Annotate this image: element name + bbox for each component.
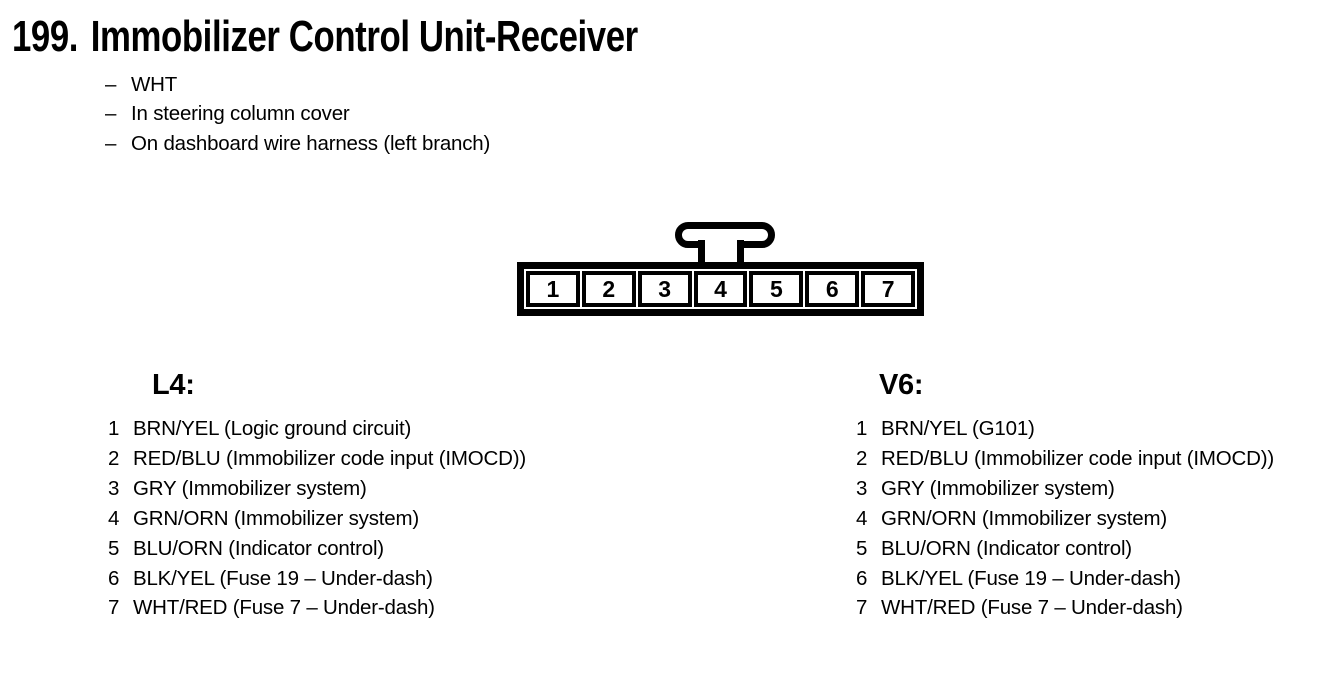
pin-number: 7 [856,596,868,620]
pin-description: WHT/RED (Fuse 7 – Under-dash) [881,596,1183,620]
pin-number: 4 [856,506,868,530]
pin-description: RED/BLU (Immobilizer code input (IMOCD)) [133,446,526,470]
pin-description: BLU/ORN (Indicator control) [881,536,1132,560]
pin-row: 5 BLU/ORN (Indicator control) [856,534,1274,564]
pin-row: 4 GRN/ORN (Immobilizer system) [108,504,526,534]
pinout-list-l4: 1 BRN/YEL (Logic ground circuit) 2 RED/B… [108,414,526,623]
connector-latch-stem-icon [698,240,744,266]
pin-row: 4 GRN/ORN (Immobilizer system) [856,504,1274,534]
connector-body: 1 2 3 4 5 6 7 [517,262,924,316]
pin-number: 6 [108,566,120,590]
pin-number: 3 [108,476,120,500]
pin-description: GRN/ORN (Immobilizer system) [881,506,1167,530]
note-line: – WHT [105,70,490,99]
pin-number: 1 [108,417,120,440]
pinout-heading-v6: V6: [879,369,924,401]
note-dash: – [105,131,117,155]
pin-row: 3 GRY (Immobilizer system) [108,474,526,504]
pin-row: 1 BRN/YEL (Logic ground circuit) [108,414,526,444]
pin-cell-6: 6 [805,271,860,307]
pin-row: 5 BLU/ORN (Indicator control) [108,534,526,564]
pin-cell-5: 5 [749,271,804,307]
pin-description: GRN/ORN (Immobilizer system) [133,506,419,530]
note-dash: – [105,73,117,96]
pin-number: 2 [856,446,868,470]
pin-number: 3 [856,476,868,500]
pin-description: BLU/ORN (Indicator control) [133,536,384,560]
pin-cell-3: 3 [637,271,692,307]
pin-description: BRN/YEL (Logic ground circuit) [133,417,412,440]
pin-number: 2 [108,446,120,470]
pin-row: 6 BLK/YEL (Fuse 19 – Under-dash) [108,564,526,594]
pin-row: 3 GRY (Immobilizer system) [856,474,1274,504]
connector-diagram: 1 2 3 4 5 6 7 [517,222,924,317]
pin-number: 1 [856,417,868,440]
pin-description: WHT/RED (Fuse 7 – Under-dash) [133,596,435,620]
pin-row: 6 BLK/YEL (Fuse 19 – Under-dash) [856,564,1274,594]
notes-list: – WHT – In steering column cover – On da… [105,70,490,158]
pin-description: BLK/YEL (Fuse 19 – Under-dash) [133,566,433,590]
pin-description: RED/BLU (Immobilizer code input (IMOCD)) [881,446,1274,470]
pin-number: 5 [856,536,868,560]
page-title-row: 199. Immobilizer Control Unit-Receiver [12,12,638,61]
note-text: WHT [131,73,178,96]
pin-row: 7 WHT/RED (Fuse 7 – Under-dash) [108,593,526,623]
pin-cell-4: 4 [693,271,748,307]
note-line: – In steering column cover [105,99,490,128]
note-text: On dashboard wire harness (left branch) [131,131,491,155]
pin-cell-2: 2 [581,271,636,307]
pin-description: BRN/YEL (G101) [881,417,1035,440]
pin-cell-7: 7 [861,271,916,307]
pin-description: GRY (Immobilizer system) [881,476,1115,500]
note-text: In steering column cover [131,102,350,126]
pin-number: 5 [108,536,120,560]
pin-description: BLK/YEL (Fuse 19 – Under-dash) [881,566,1181,590]
pin-row: 2 RED/BLU (Immobilizer code input (IMOCD… [856,444,1274,474]
note-line: – On dashboard wire harness (left branch… [105,129,490,158]
page-title: Immobilizer Control Unit-Receiver [90,12,638,61]
pin-number: 7 [108,596,120,620]
pin-row: 2 RED/BLU (Immobilizer code input (IMOCD… [108,444,526,474]
note-dash: – [105,102,117,126]
pin-row: 1 BRN/YEL (G101) [856,414,1274,444]
pin-number: 6 [856,566,868,590]
section-number: 199. [12,12,79,61]
pin-description: GRY (Immobilizer system) [133,476,367,500]
pinout-list-v6: 1 BRN/YEL (G101) 2 RED/BLU (Immobilizer … [856,414,1274,623]
pin-cell-1: 1 [526,271,580,307]
pinout-heading-l4: L4: [152,369,195,401]
pin-number: 4 [108,506,120,530]
pin-row: 7 WHT/RED (Fuse 7 – Under-dash) [856,593,1274,623]
